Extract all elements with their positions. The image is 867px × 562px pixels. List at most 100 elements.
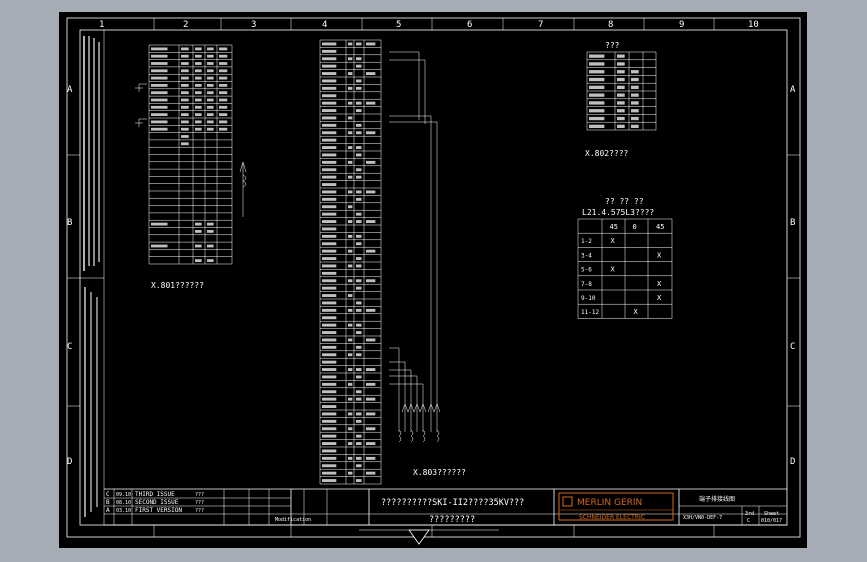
block-cell-mark <box>356 323 362 327</box>
block-cell-mark <box>219 62 228 65</box>
block-cell-mark <box>151 84 168 87</box>
block-cell-mark <box>151 54 168 58</box>
column-label: 8 <box>608 20 613 30</box>
block-cell-mark <box>589 109 605 113</box>
block-cell-mark <box>195 105 202 109</box>
block-cell-mark <box>356 123 362 127</box>
block-cell-mark <box>356 345 362 349</box>
block-cell-mark <box>322 109 337 112</box>
block-cell-mark <box>219 91 228 95</box>
block-cell-mark <box>322 205 337 209</box>
block-cell-mark <box>617 109 625 113</box>
block-cell-mark <box>356 220 362 223</box>
block-cell-mark <box>322 146 337 149</box>
terminal-block-x801[interactable] <box>148 44 233 265</box>
block-cell-mark <box>207 244 214 248</box>
terminal-block-x803[interactable] <box>319 39 382 485</box>
block-cell-mark <box>356 375 362 379</box>
block-cell-mark <box>322 57 337 61</box>
block-cell-mark <box>348 57 353 61</box>
block-cell-mark <box>195 62 202 65</box>
block-cell-mark <box>151 105 168 109</box>
block-cell-mark <box>322 257 337 260</box>
block-cell-mark <box>322 242 337 246</box>
block-cell-mark <box>322 279 337 283</box>
block-cell-mark <box>207 54 214 58</box>
block-cell-mark <box>322 360 337 364</box>
block-cell-mark <box>207 120 214 124</box>
block-cell-mark <box>366 412 376 416</box>
block-cell-mark <box>348 175 353 179</box>
drawing-sheet[interactable]: 1 2 3 4 5 6 7 8 9 10 A B C D <box>59 12 807 548</box>
block-cell-mark <box>195 91 202 95</box>
revision-text: SECOND ISSUE <box>135 499 179 506</box>
revision-text: FIRST VERSION <box>135 507 182 514</box>
block-cell-mark <box>356 442 362 445</box>
block-cell-mark <box>356 42 362 46</box>
block-cell-mark <box>356 257 362 260</box>
switch-mark: X <box>657 280 662 288</box>
centering-mark <box>359 529 499 545</box>
block-cell-mark <box>348 86 353 90</box>
ground-symbols <box>135 83 247 217</box>
block-cell-mark <box>617 77 625 82</box>
block-cell-mark <box>322 212 337 216</box>
block-cell-mark <box>322 220 337 223</box>
top-right-heading: ??? <box>605 41 620 50</box>
block-cell-mark <box>348 353 353 357</box>
block-cell-mark <box>348 382 353 386</box>
row-label: A <box>67 85 73 95</box>
switch-pair: 1-2 <box>581 238 592 245</box>
block-cell-mark <box>322 101 337 105</box>
column-label: 5 <box>396 20 401 30</box>
block-cell-mark <box>151 120 168 124</box>
block-cell-mark <box>356 101 362 105</box>
drawing-canvas[interactable]: 1 2 3 4 5 6 7 8 9 10 A B C D <box>59 12 807 548</box>
block-cell-mark <box>151 47 168 51</box>
block-cell-mark <box>348 456 353 460</box>
block-cell-mark <box>322 419 337 423</box>
column-labels: 1 2 3 4 5 6 7 8 9 10 <box>99 20 759 30</box>
block-cell-mark <box>181 105 189 109</box>
revision-by: ??? <box>195 500 204 506</box>
block-cell-mark <box>348 101 353 105</box>
switch-pair: 11-12 <box>581 309 599 316</box>
x801-title: X.801?????? <box>151 281 204 290</box>
block-cell-mark <box>366 42 376 46</box>
block-cell-mark <box>207 84 214 87</box>
block-cell-mark <box>195 113 202 116</box>
block-cell-mark <box>356 197 362 201</box>
block-cell-mark <box>322 94 337 98</box>
block-cell-mark <box>356 146 362 149</box>
row-label: D <box>790 457 795 467</box>
block-cell-mark <box>195 54 202 58</box>
block-cell-mark <box>181 54 189 58</box>
block-cell-mark <box>348 116 353 120</box>
block-cell-mark <box>322 368 337 371</box>
block-cell-mark <box>322 405 337 408</box>
block-cell-mark <box>366 338 376 342</box>
block-cell-mark <box>356 479 362 482</box>
block-cell-mark <box>322 49 337 53</box>
block-cell-mark <box>631 101 639 105</box>
switch-mark: X <box>657 294 662 302</box>
title-block[interactable]: C 09.10 THIRD ISSUE ??? B 08.10 SECOND I… <box>104 488 787 526</box>
block-cell-mark <box>356 464 362 468</box>
switch-heading-marks: ?? ?? ?? <box>605 197 644 206</box>
block-cell-mark <box>322 86 337 90</box>
block-cell-mark <box>151 244 168 248</box>
block-cell-mark <box>181 120 189 124</box>
switch-pair: 5-6 <box>581 267 592 274</box>
block-cell-mark <box>322 116 337 120</box>
row-label: B <box>67 218 72 228</box>
block-cell-mark <box>366 427 376 431</box>
revision-label: 3rd <box>745 511 754 517</box>
block-cell-mark <box>322 375 337 379</box>
revision-letter: A <box>106 507 110 514</box>
block-cell-mark <box>348 146 353 149</box>
block-cell-mark <box>322 308 337 312</box>
block-cell-mark <box>366 279 376 283</box>
switch-mark: X <box>611 266 616 274</box>
terminal-block-x802[interactable] <box>586 51 657 131</box>
